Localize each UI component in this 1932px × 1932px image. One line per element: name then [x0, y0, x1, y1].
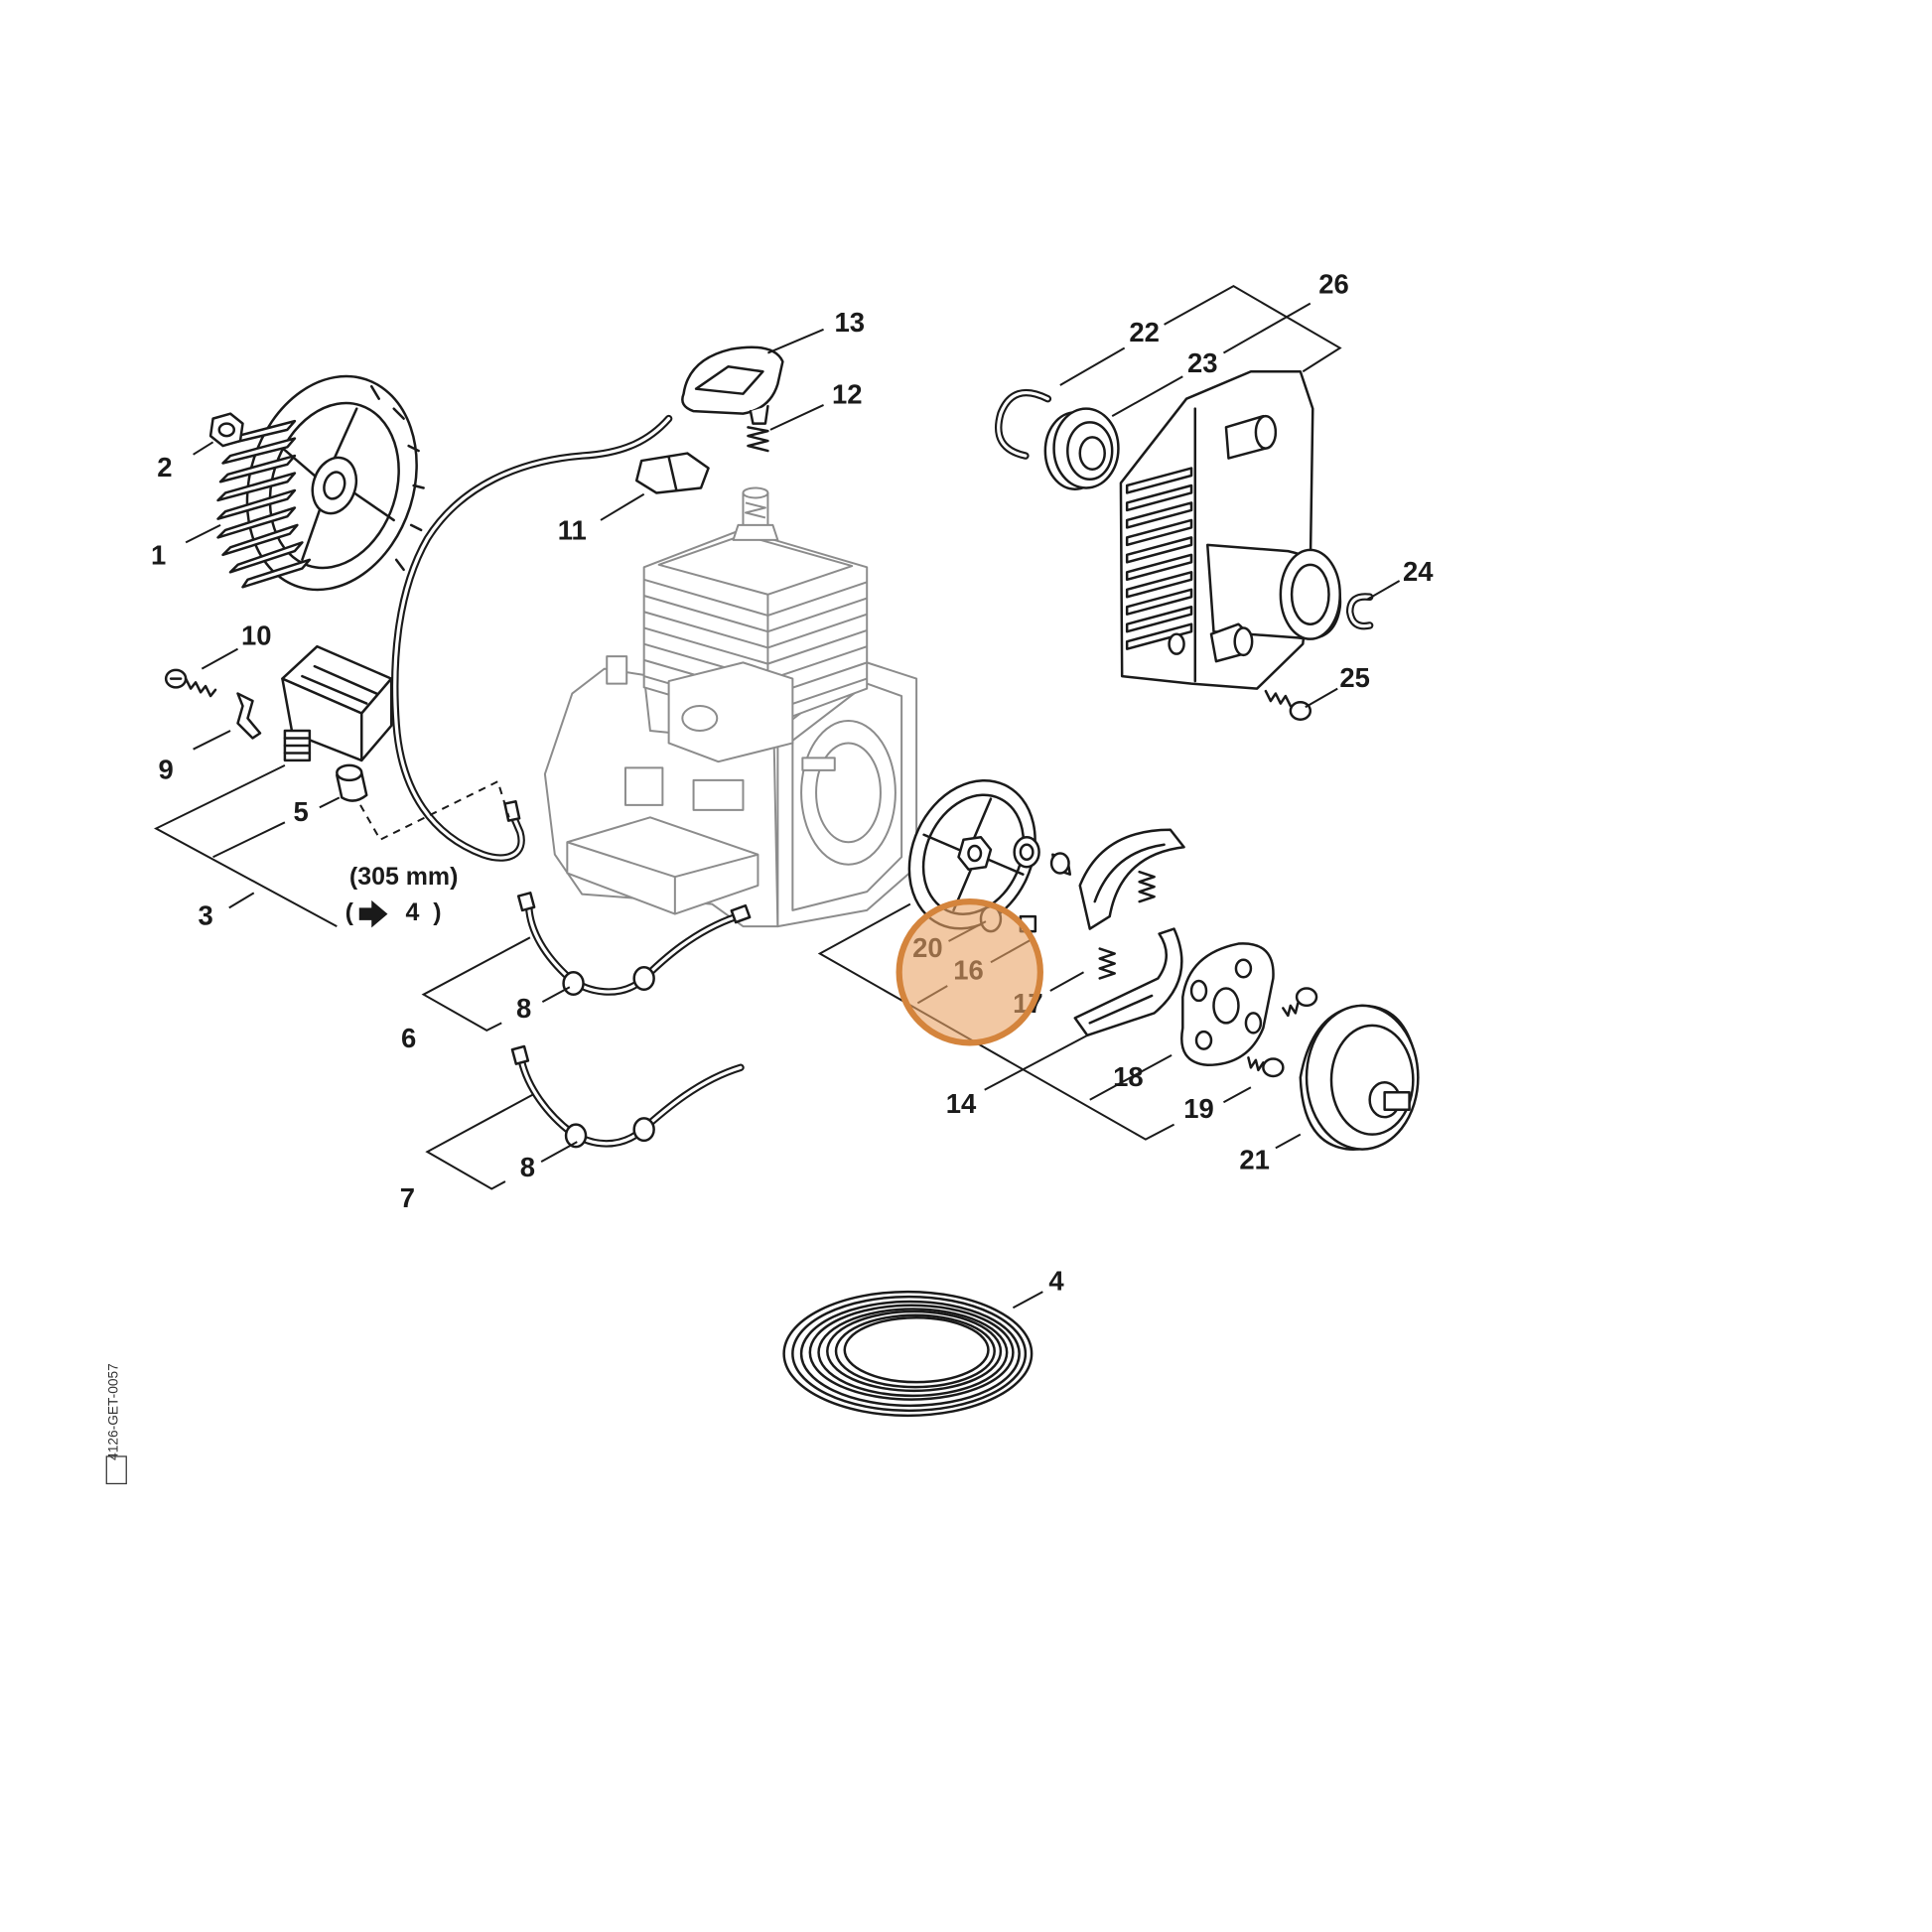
- clutch-spring-lower-part: [1098, 947, 1116, 980]
- callout-3: 3: [198, 900, 212, 931]
- callout-13: 13: [834, 307, 865, 338]
- callout-11: 11: [558, 515, 587, 546]
- highlight-circle[interactable]: [896, 898, 1043, 1046]
- spacer-part: [1049, 852, 1072, 876]
- callout-10: 10: [241, 621, 272, 651]
- housing-part: [1119, 369, 1342, 690]
- callout-24: 24: [1403, 556, 1434, 587]
- callout-1: 1: [151, 540, 166, 571]
- ignition-module-part: [281, 644, 393, 762]
- starter-spring-part: [782, 1290, 1034, 1418]
- screw-part: [164, 668, 217, 698]
- clutch-shoe-lower-part: [1073, 927, 1183, 1037]
- callout-25: 25: [1339, 662, 1370, 693]
- reference-close-paren: ): [433, 898, 441, 926]
- callout-18: 18: [1113, 1061, 1144, 1092]
- callout-8-upper: 8: [516, 993, 531, 1024]
- ignition-lead-part: [391, 414, 673, 862]
- clutch-screw-lower-part: [1247, 1056, 1285, 1078]
- callout-6: 6: [401, 1023, 416, 1053]
- carrier-plate-part: [1180, 942, 1275, 1067]
- spring-part: [747, 426, 769, 453]
- washer-part: [1013, 836, 1040, 869]
- callout-12: 12: [832, 378, 863, 409]
- arrow-right-icon: [358, 899, 388, 928]
- callout-14: 14: [946, 1088, 977, 1119]
- callout-23: 23: [1187, 347, 1218, 378]
- clip-part: [236, 692, 262, 740]
- wire-length-note: (305 mm): [349, 863, 459, 891]
- clutch-spring-upper-part: [1138, 870, 1156, 903]
- ground-wire-part: [516, 892, 752, 996]
- housing-screw-part: [1264, 689, 1312, 722]
- drawing-code: 4126-GET-0057: [105, 1363, 120, 1460]
- clutch-drum-part: [1299, 1004, 1420, 1151]
- callout-19: 19: [1183, 1093, 1214, 1124]
- clutch-screw-upper-part: [1282, 987, 1318, 1018]
- clutch-shoe-upper-part: [1078, 828, 1185, 930]
- spark-plug-boot-part: [634, 452, 710, 494]
- bearing-part: [1043, 407, 1120, 490]
- nut-part: [208, 412, 244, 448]
- reference-target: 4: [405, 898, 419, 926]
- clutch-plate-part: [907, 778, 1037, 933]
- drawing-code-box: [105, 1455, 127, 1485]
- callout-4: 4: [1048, 1266, 1064, 1297]
- callout-2: 2: [157, 452, 172, 483]
- cap-part: [681, 345, 784, 425]
- callout-9: 9: [159, 754, 174, 784]
- callout-7: 7: [400, 1182, 415, 1213]
- short-circuit-wire-part: [510, 1044, 745, 1149]
- callout-5: 5: [293, 796, 308, 827]
- callout-26: 26: [1318, 268, 1349, 299]
- reference-note: ( 4 ): [345, 898, 442, 928]
- dashed-reference-line: [359, 779, 510, 842]
- flywheel-part: [216, 374, 425, 592]
- circlip-part: [994, 388, 1052, 460]
- retaining-ring-part: [1345, 593, 1374, 630]
- grommet-part: [336, 763, 368, 802]
- engine-block-drawing: [543, 486, 918, 928]
- callout-8-lower: 8: [520, 1152, 535, 1182]
- callout-22: 22: [1129, 317, 1160, 347]
- reference-open-paren: (: [345, 898, 354, 926]
- callout-21: 21: [1239, 1144, 1270, 1174]
